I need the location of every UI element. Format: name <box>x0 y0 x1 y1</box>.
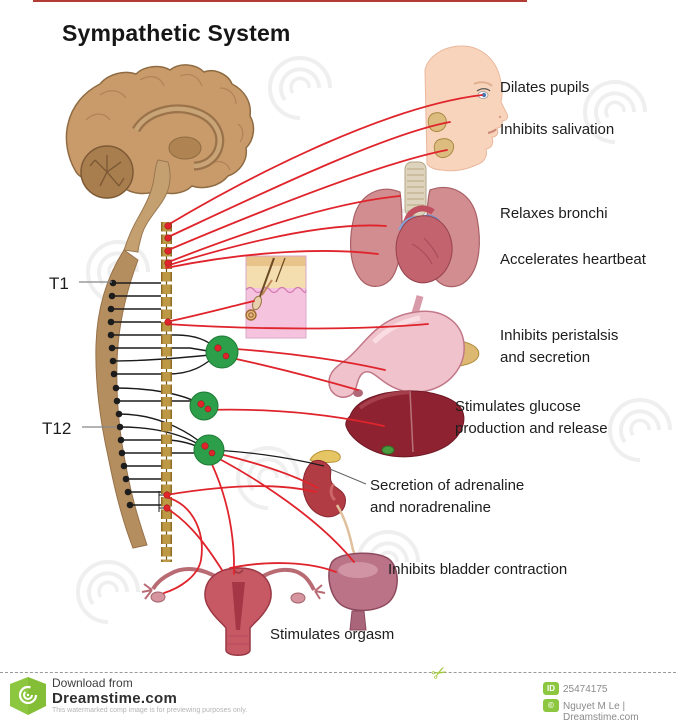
label-accelerates-heartbeat: Accelerates heartbeat <box>500 251 646 268</box>
stomach-pancreas-illustration <box>328 295 480 398</box>
ganglia <box>189 335 239 466</box>
heart <box>395 215 453 284</box>
footer-disclaimer: This watermarked comp image is for previ… <box>52 707 248 714</box>
bladder-illustration <box>328 552 398 631</box>
footer-divider <box>0 672 676 673</box>
image-credit: Nguyet M Le | Dreamstime.com <box>563 701 639 722</box>
nerve-fibers <box>163 94 483 594</box>
spinal-nerve-roots <box>107 279 134 509</box>
id-badge-icon: ID <box>543 682 559 695</box>
skin-illustration <box>245 255 307 339</box>
ganglion-superior-mesenteric <box>189 391 219 421</box>
parotid-gland <box>427 112 447 132</box>
label-secretion-adrenaline: Secretion of adrenaline and noradrenalin… <box>370 477 525 516</box>
page-title: Sympathetic System <box>62 20 291 46</box>
footer-brand: Dreamstime.com <box>52 690 178 707</box>
kidney-adrenal-illustration <box>302 449 359 561</box>
credit-badge-icon: © <box>543 699 559 712</box>
spine-label-t1: T1 <box>49 274 69 293</box>
liver-illustration <box>345 390 465 458</box>
label-inhibits-salivation: Inhibits salivation <box>500 121 615 138</box>
ureter <box>335 504 359 561</box>
salivary-gland <box>433 138 455 158</box>
dreamstime-logo <box>10 677 46 715</box>
footer-download-from: Download from <box>52 676 133 690</box>
brain-illustration <box>65 64 255 253</box>
leader-lines <box>79 281 367 485</box>
label-inhibits-peristalsis: Inhibits peristalsis and secretion <box>500 327 619 366</box>
image-id: 25474175 <box>563 684 608 695</box>
spinal-cord <box>95 249 148 549</box>
adrenal-nerve-line <box>210 449 325 467</box>
ganglion-inferior-mesenteric <box>193 434 225 466</box>
label-inhibits-bladder: Inhibits bladder contraction <box>388 561 568 578</box>
uterus-illustration <box>141 567 326 656</box>
gallbladder <box>381 445 395 455</box>
synapse-dots <box>163 222 230 512</box>
face-illustration <box>424 45 509 172</box>
ganglion-celiac <box>205 335 239 369</box>
top-red-line <box>33 0 527 2</box>
label-stimulates-glucose: Stimulates glucose production and releas… <box>455 398 608 437</box>
lungs-heart-illustration <box>349 161 480 288</box>
label-relaxes-bronchi: Relaxes bronchi <box>500 205 608 222</box>
label-dilates-pupils: Dilates pupils <box>500 79 590 96</box>
spine-label-t12: T12 <box>42 419 72 438</box>
label-stimulates-orgasm: Stimulates orgasm <box>270 626 395 643</box>
